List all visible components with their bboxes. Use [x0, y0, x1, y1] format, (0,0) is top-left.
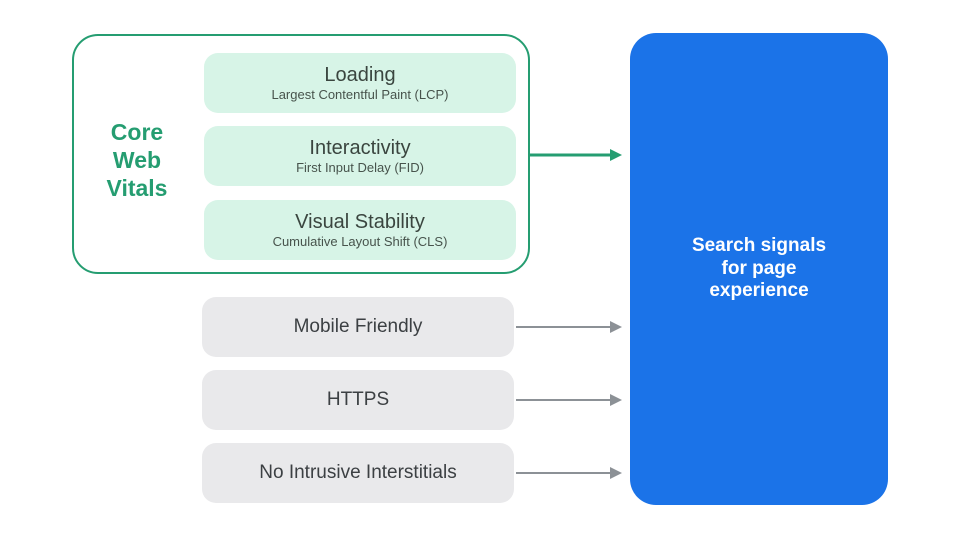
signal-label-mobile-friendly: Mobile Friendly [293, 316, 423, 337]
arrow-shaft [530, 153, 610, 157]
vital-title-loading: Loading [324, 63, 396, 86]
vital-subtitle-cls: Cumulative Layout Shift (CLS) [272, 233, 448, 249]
signal-label-no-intrusive-interstitials: No Intrusive Interstitials [259, 462, 457, 483]
vital-title-visual-stability: Visual Stability [295, 210, 425, 233]
vital-box-loading: Loading Largest Contentful Paint (LCP) [204, 53, 516, 113]
vital-subtitle-lcp: Largest Contentful Paint (LCP) [271, 86, 449, 102]
search-signals-panel: Search signals for page experience [630, 33, 888, 505]
signal-box-https: HTTPS [202, 370, 514, 430]
signal-label-https: HTTPS [326, 389, 390, 410]
arrow-shaft [516, 399, 610, 401]
signal-box-mobile-friendly: Mobile Friendly [202, 297, 514, 357]
arrow-shaft [516, 472, 610, 474]
arrow-core-web-vitals [530, 148, 622, 162]
arrow-head-icon [610, 149, 622, 161]
core-web-vitals-group: Core Web Vitals Loading Largest Contentf… [72, 34, 530, 274]
arrow-head-icon [610, 321, 622, 333]
search-signals-line-3: experience [709, 280, 809, 302]
arrow-head-icon [610, 394, 622, 406]
arrow-mobile-friendly [516, 320, 622, 334]
arrow-head-icon [610, 467, 622, 479]
arrow-shaft [516, 326, 610, 328]
core-web-vitals-label: Core Web Vitals [106, 119, 168, 202]
search-signals-text: Search signals for page experience [692, 235, 826, 303]
vital-box-visual-stability: Visual Stability Cumulative Layout Shift… [204, 200, 516, 260]
search-signals-line-1: Search signals [691, 234, 827, 256]
vital-box-interactivity: Interactivity First Input Delay (FID) [204, 126, 516, 186]
vital-subtitle-fid: First Input Delay (FID) [296, 159, 424, 175]
signal-box-no-intrusive-interstitials: No Intrusive Interstitials [202, 443, 514, 503]
arrow-https [516, 393, 622, 407]
search-signals-line-2: for page [721, 257, 797, 279]
arrow-no-intrusive-interstitials [516, 466, 622, 480]
vital-title-interactivity: Interactivity [309, 136, 411, 159]
